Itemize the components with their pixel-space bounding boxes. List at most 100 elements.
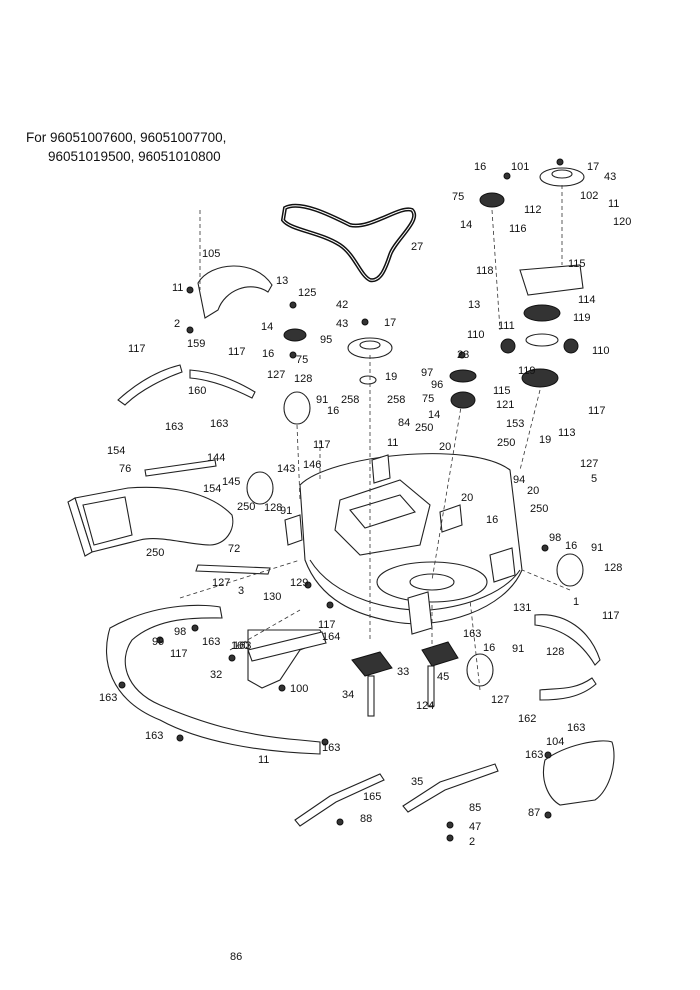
callout-label: 250 [497, 437, 515, 449]
callout-label: 16 [565, 540, 577, 552]
model-numbers-header: For 96051007600, 96051007700, 9605101950… [26, 128, 226, 166]
callout-label: 114 [578, 294, 596, 306]
callout-label: 19 [385, 371, 397, 383]
callout-label: 11 [172, 282, 183, 294]
callout-label: 101 [511, 161, 529, 173]
callout-label: 143 [277, 463, 295, 475]
callout-label: 131 [513, 602, 531, 614]
callout-label: 112 [524, 204, 542, 216]
callout-label: 115 [568, 258, 586, 270]
callout-label: 128 [604, 562, 622, 574]
callout-label: 76 [119, 463, 131, 475]
blade-right [402, 763, 499, 813]
callout-label: 47 [469, 821, 481, 833]
callout-label: 127 [580, 458, 598, 470]
callout-label: 33 [397, 666, 409, 678]
callout-label: 250 [530, 503, 548, 515]
gauge-wheels [246, 391, 584, 687]
callout-label: 104 [546, 736, 564, 748]
callout-label: 111 [498, 320, 515, 332]
callout-label: 127 [267, 369, 285, 381]
callout-label: 163 [165, 421, 183, 433]
callout-label: 154 [107, 445, 125, 457]
mulch-cover-left [197, 265, 273, 319]
callout-label: 250 [415, 422, 433, 434]
callout-label: 85 [469, 802, 481, 814]
callout-label: 163 [322, 742, 340, 754]
callout-label: 125 [298, 287, 316, 299]
callout-label: 116 [509, 223, 527, 235]
callout-label: 258 [341, 394, 359, 406]
callout-label: 163 [99, 692, 117, 704]
callout-label: 154 [203, 483, 221, 495]
idler-bracket-left [117, 364, 183, 406]
callout-label: 16 [262, 348, 274, 360]
callout-label: 146 [303, 459, 321, 471]
model-numbers-line-1: For 96051007600, 96051007700, [26, 130, 227, 145]
callout-label: 115 [493, 385, 511, 397]
callout-label: 97 [421, 367, 433, 379]
callout-label: 72 [228, 543, 240, 555]
callout-label: 119 [518, 365, 536, 377]
callout-label: 20 [439, 441, 451, 453]
callout-label: 163 [525, 749, 543, 761]
callout-label: 86 [230, 951, 242, 963]
model-numbers-line-2: 96051019500, 96051010800 [48, 149, 221, 164]
mower-deck-housing [284, 453, 523, 635]
callout-label: 117 [170, 648, 188, 660]
callout-label: 98 [549, 532, 561, 544]
callout-label: 121 [496, 399, 514, 411]
blade-left [294, 773, 385, 827]
front-bumper-left [106, 604, 321, 755]
callout-label: 17 [384, 317, 396, 329]
pulleys [283, 167, 585, 409]
callout-label: 32 [210, 669, 222, 681]
callout-label: 5 [591, 473, 597, 485]
callout-label: 34 [342, 689, 354, 701]
drive-belt [280, 203, 417, 283]
callout-label: 11 [608, 198, 619, 210]
assembly-lines [179, 185, 571, 691]
spindles [351, 641, 459, 717]
callout-label: 2 [174, 318, 180, 330]
callout-label: 75 [422, 393, 434, 405]
callout-label: 102 [580, 190, 598, 202]
callout-label: 163 [567, 722, 585, 734]
callout-label: 91 [512, 643, 524, 655]
callout-label: 17 [587, 161, 599, 173]
callout-label: 96 [431, 379, 443, 391]
callout-label: 127 [491, 694, 509, 706]
callout-label: 160 [188, 385, 206, 397]
callout-label: 119 [573, 312, 591, 324]
callout-label: 91 [280, 505, 292, 517]
callout-label: 91 [591, 542, 603, 554]
callout-label: 100 [290, 683, 308, 695]
callout-label: 153 [506, 418, 524, 430]
callout-label: 144 [207, 452, 225, 464]
callout-label: 159 [187, 338, 205, 350]
callout-label: 11 [258, 754, 269, 766]
callout-label: 11 [387, 437, 398, 449]
callout-label: 88 [360, 813, 372, 825]
callout-label: 99 [152, 636, 164, 648]
callout-label: 113 [558, 427, 576, 439]
callout-label: 118 [476, 265, 494, 277]
callout-label: 84 [398, 417, 410, 429]
callout-label: 20 [461, 492, 473, 504]
callout-label: 75 [452, 191, 464, 203]
callout-label: 130 [263, 591, 281, 603]
callout-label: 16 [486, 514, 498, 526]
callout-label: 163 [463, 628, 481, 640]
callout-label: 14 [460, 219, 472, 231]
mulch-cover-right [542, 740, 615, 806]
callout-label: 45 [437, 671, 449, 683]
callout-label: 250 [237, 501, 255, 513]
callout-label: 42 [336, 299, 348, 311]
callout-label: 127 [212, 577, 230, 589]
callout-label: 105 [202, 248, 220, 260]
callout-label: 128 [294, 373, 312, 385]
callout-label: 3 [238, 585, 244, 597]
hardware-fasteners [118, 158, 564, 842]
